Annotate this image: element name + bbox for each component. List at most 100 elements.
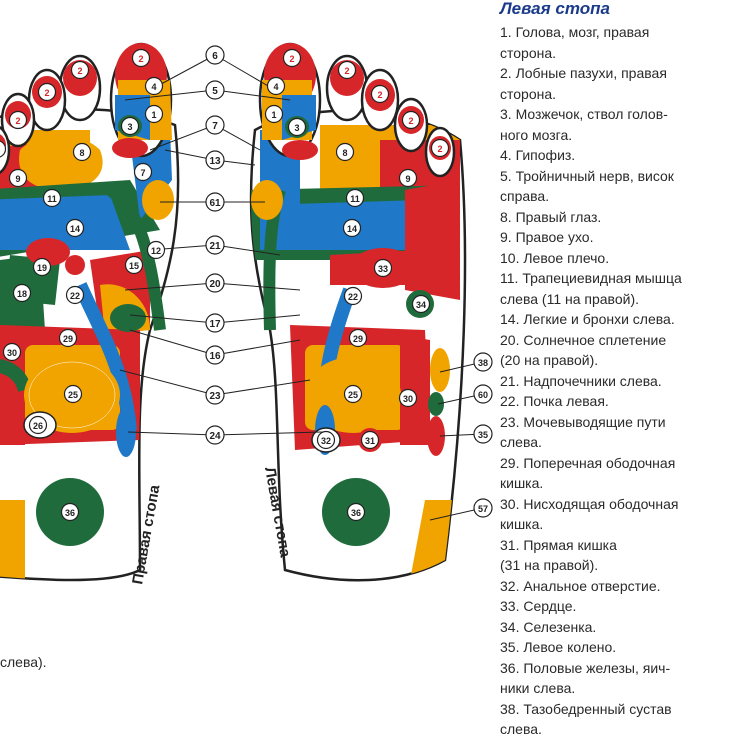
zone-marker: 3 [120,116,140,136]
zone-marker: 9 [398,168,418,188]
zone-marker: 12 [146,240,166,260]
legend-item: (20 на правой). [500,352,599,368]
legend-item: ного мозга. [500,126,573,143]
side-marker-text: 57 [478,504,488,514]
zone-marker: 15 [124,255,144,275]
center-marker: 6 [205,45,225,65]
zone-marker: 2 [282,48,302,68]
leader-line [214,89,291,101]
legend-item: 11. Трапециевидная мышца [500,270,682,286]
leader-line [214,431,323,436]
legend-list: 1. Голова, мозг, правая сторона. 2. Лобные… [500,22,745,740]
zone-marker: 18 [12,283,32,303]
center-marker: 7 [205,115,225,135]
center-marker-text: 61 [209,198,221,209]
zone-marker: 2 [37,82,57,102]
zone-marker-text: 3 [127,122,132,132]
center-marker-text: 21 [209,241,221,252]
leader-line [119,369,216,396]
zone-marker: 30 [398,388,418,408]
legend-item: 35. Левое колено. [500,639,617,655]
center-marker: 16 [205,345,225,365]
zone-marker: 14 [65,218,85,238]
zone-marker-text: 8 [342,148,347,158]
zone-marker-text: 25 [348,390,358,400]
legend-item: 32. Анальное отверстие. [500,577,661,594]
leader-line [129,329,216,356]
legend-item: 2. Лобные пазухи, правая [500,65,667,81]
center-marker: 23 [205,385,225,405]
zone-marker: 33 [373,258,393,278]
legend-item: 33. Сердце. [500,598,577,614]
zone-marker: 34 [411,294,431,314]
reflexology-diagram: 2222241378911141219151822293025263622222… [0,42,493,586]
side-marker-text: 38 [478,358,488,368]
zone-marker-text: 2 [44,88,49,98]
zone-marker: 1 [144,104,164,124]
leader-lines [119,54,484,521]
legend-item: 21. Надпочечники слева. [500,372,662,389]
zone-marker-text: 14 [70,224,80,234]
side-marker-text: 60 [478,390,488,400]
legend-item: 23. Мочевыводящие пути [500,413,666,430]
leader-line [129,314,216,324]
leader-line [214,282,301,291]
center-marker-text: 6 [212,51,218,62]
zone-marker: 8 [72,142,92,162]
legend-item: 14. Легкие и бронхи слева. [500,311,675,327]
legend-item: слева (11 на правой). [500,290,639,307]
zone-marker: 25 [343,384,363,404]
zone-marker: 11 [42,188,62,208]
zone-marker-text: 34 [416,300,426,310]
zone-marker-text: 3 [294,123,299,133]
legend-item: слева. [500,721,542,737]
zone-marker-text: 2 [138,54,143,64]
zone-marker: 4 [266,76,286,96]
zone-marker: 2 [337,60,357,80]
zone-marker-text: 1 [151,110,156,120]
legend-item: 1. Голова, мозг, правая [500,24,650,40]
leader-line [149,124,216,151]
zone-marker: 26 [28,415,48,435]
zone-marker: 19 [32,257,52,277]
zone-marker: 31 [360,430,380,450]
zone-marker-text: 29 [63,334,73,344]
legend-item: 30. Нисходящая ободочная [500,495,679,512]
zone-marker-text: 36 [351,508,361,518]
center-marker-text: 16 [209,351,221,362]
zone-marker-text: 2 [408,116,413,126]
center-marker-text: 20 [209,279,221,290]
legend-item: 20. Солнечное сплетение [500,331,667,348]
legend-item: сторона. [500,85,557,102]
center-marker-text: 5 [212,86,218,97]
legend-item: кишка. [500,516,544,532]
zone-marker: 25 [63,384,83,404]
center-marker: 17 [205,313,225,333]
legend-item: 5. Тройничный нерв, висок [500,167,674,184]
zone-marker: 8 [335,142,355,162]
zone-marker-text: 26 [33,421,43,431]
legend-item: кишка. [500,475,544,491]
zone-marker-text: 2 [289,54,294,64]
zone-marker-text: 29 [353,334,363,344]
side-marker: 57 [473,498,493,518]
zone-marker-text: 4 [151,82,156,92]
center-marker: 61 [205,192,225,212]
center-marker: 5 [205,80,225,100]
side-marker: 60 [473,384,493,404]
leader-line [124,282,216,291]
zone-marker-text: 2 [77,66,82,76]
legend-item: 4. Гипофиз. [500,147,576,163]
center-marker-text: 13 [209,156,221,167]
zone-marker: 11 [345,188,365,208]
center-marker: 13 [205,150,225,170]
center-marker-text: 7 [212,121,218,132]
zone-marker-text: 2 [344,66,349,76]
zone-marker: 2 [401,110,421,130]
zone-marker-text: 8 [79,148,84,158]
zone-marker: 2 [70,60,90,80]
legend-item: 9. Правое ухо. [500,229,594,245]
